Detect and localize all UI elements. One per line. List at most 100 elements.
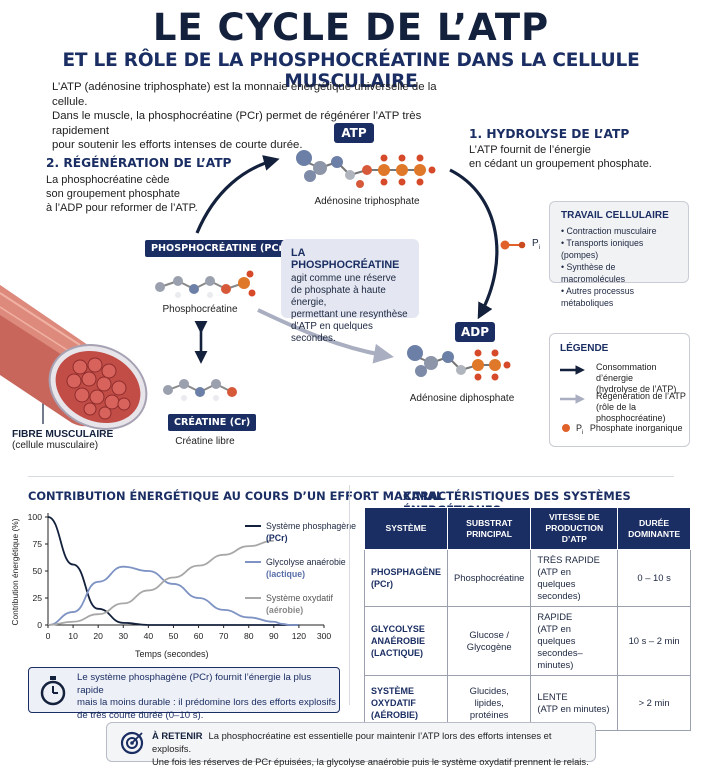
legend-line: Régénération de l’ATP	[596, 391, 686, 401]
intro-line: L’ATP (adénosine triphosphate) est la mo…	[52, 81, 437, 108]
cycle-arrows	[40, 155, 526, 424]
step2-line: à l’ADP pour reformer de l’ATP.	[46, 202, 198, 214]
speed-main: RAPIDE	[537, 611, 573, 622]
chart-legend-item-pcr: Système phosphagène (PCr)	[266, 520, 356, 544]
pcr-caption: Phosphocréatine	[162, 304, 238, 315]
table-cell-system: PHOSPHAGÈNE (PCr)	[363, 549, 449, 607]
intro-line: Dans le muscle, la phosphocréatine (PCr)…	[52, 110, 422, 137]
table-cell-substrate: Glucides, lipides, protéines	[447, 675, 532, 731]
chart-legend-item-glycolysis: Glycolyse anaérobie (lactique)	[266, 556, 346, 580]
regeneration-arrow	[195, 155, 280, 234]
creatine-caption: Créatine libre	[175, 436, 235, 447]
speed-sub: (ATP en minutes)	[537, 703, 610, 714]
intro-text: L’ATP (adénosine triphosphate) est la mo…	[52, 80, 472, 153]
atp-caption: Adénosine triphosphate	[314, 196, 420, 207]
table-header: SUBSTRAT PRINCIPAL	[447, 507, 532, 550]
chart-legend-line1: Système phosphagène	[266, 521, 356, 531]
system-line: (AÉROBIE)	[371, 710, 418, 720]
x-tick-label: 300	[317, 631, 332, 641]
y-tick-label: 50	[32, 566, 42, 576]
table-cell-substrate: Glucose / Glycogène	[447, 606, 532, 676]
series-line-1	[47, 565, 299, 626]
legend-line: (hydrolyse de l’ATP)	[596, 384, 677, 394]
pcr-label: PHOSPHOCRÉATINE (PCr)	[145, 240, 294, 257]
table-header: VITESSE DE PRODUCTION D’ATP	[530, 507, 619, 550]
x-tick-label: 90	[269, 631, 279, 641]
atp-label: ATP	[334, 123, 374, 143]
x-tick-label: 80	[244, 631, 254, 641]
legend-item-regeneration: Régénération de l’ATP (rôle de la phosph…	[596, 391, 689, 424]
legend-item-consumption: Consommation d’énergie (hydrolyse de l’A…	[596, 362, 689, 395]
chart-legend-line2: (PCr)	[266, 533, 288, 543]
y-tick-label: 75	[32, 539, 42, 549]
work-box: TRAVAIL CELLULAIRE • Contraction muscula…	[549, 201, 689, 308]
fiber-title: FIBRE MUSCULAIRE	[12, 429, 114, 440]
target-icon	[120, 731, 144, 755]
muscle-fiber-image	[0, 285, 148, 430]
chart-legend-line1: Système oxydatif	[266, 593, 333, 603]
work-list: • Contraction musculaire • Transports io…	[561, 225, 677, 309]
chart-legend-swatches	[245, 525, 261, 599]
table-cell-speed: LENTE (ATP en minutes)	[530, 675, 619, 731]
step2-text: La phosphocréatine cède son groupement p…	[46, 173, 246, 215]
pi-sub: i	[538, 245, 541, 251]
section-vdivider	[349, 485, 350, 705]
pcr-info-text: agit comme une réserve de phosphate à ha…	[291, 273, 409, 345]
substrate-line: Glucides, lipides,	[469, 685, 509, 708]
pcr-info-title: LA PHOSPHOCRÉATINE	[291, 247, 400, 271]
work-item: • Transports ioniques (pompes)	[561, 238, 644, 260]
legend-item-phosphate: Pi Phosphate inorganique	[576, 423, 682, 439]
substrate-line: Glucose /	[469, 629, 509, 640]
table-cell-duration: 0 – 10 s	[617, 549, 691, 607]
stopwatch-icon	[40, 676, 66, 706]
pi-phosphate-icon	[500, 240, 510, 250]
work-item: • Synthèse de macromolécules	[561, 262, 626, 284]
chart-legend-line1: Glycolyse anaérobie	[266, 557, 346, 567]
step1-text: L’ATP fournit de l’énergie en cédant un …	[469, 143, 669, 171]
y-tick-label: 25	[32, 593, 42, 603]
pcr-molecule-icon	[155, 270, 256, 298]
legend-title: LÉGENDE	[560, 343, 609, 354]
step2-block: 2. RÉGÉNÉRATION DE L’ATP La phosphocréat…	[46, 156, 246, 215]
pi-label: Pi	[532, 238, 540, 251]
legend-arrows	[560, 365, 585, 432]
y-tick-label: 100	[28, 512, 43, 522]
adp-label: ADP	[455, 322, 495, 342]
x-tick-label: 30	[118, 631, 128, 641]
creatine-molecule-icon	[163, 379, 237, 401]
table-cell-substrate: Phosphocréatine	[447, 549, 532, 607]
chart-legend-line2: (aérobie)	[266, 605, 304, 615]
work-item: • Contraction musculaire	[561, 226, 657, 236]
x-tick-label: 10	[68, 631, 78, 641]
table-cell-speed: RAPIDE (ATP en quelques secondes–minutes…	[530, 606, 619, 676]
x-tick-label: 50	[169, 631, 179, 641]
fiber-sub: (cellule musculaire)	[12, 440, 99, 451]
adp-molecule-icon	[407, 345, 511, 381]
legend-box: LÉGENDE Consommation d’énergie (hydrolys…	[549, 333, 690, 447]
system-line: OXYDATIF	[371, 698, 416, 708]
chart-legend-item-oxidative: Système oxydatif (aérobie)	[266, 592, 333, 616]
substrate-line: Glycogène	[466, 641, 512, 652]
chart-legend-line2: (lactique)	[266, 569, 306, 579]
chart-xlabel: Temps (secondes)	[135, 649, 209, 659]
table-row: GLYCOLYSE ANAÉROBIE (LACTIQUE) Glucose /…	[363, 606, 691, 676]
adp-caption: Adénosine diphosphate	[409, 393, 515, 404]
chart-note-line: mais la moins durable : il prédomine lor…	[77, 697, 336, 708]
legend-phosphate-label: Phosphate inorganique	[589, 423, 683, 433]
chart-note-line: Le système phosphagène (PCr) fournit l’é…	[77, 672, 312, 696]
series-line-2	[47, 539, 274, 626]
speed-main: LENTE	[537, 691, 568, 702]
legend-line: Consommation d’énergie	[596, 362, 657, 383]
step1-line: L’ATP fournit de l’énergie	[469, 144, 591, 156]
system-line: PHOSPHAGÈNE	[371, 567, 442, 577]
x-tick-label: 0	[46, 631, 51, 641]
pcr-info-line: d’ATP en quelques secondes.	[291, 321, 373, 344]
table-cell-system: GLYCOLYSE ANAÉROBIE (LACTIQUE)	[363, 606, 449, 676]
hydrolysis-arrow	[449, 168, 499, 320]
substrate-line: protéines	[469, 709, 509, 720]
step2-line: La phosphocréatine cède	[46, 174, 170, 186]
retain-line2: Une fois les réserves de PCr épuisées, l…	[152, 756, 589, 767]
table-cell-duration: > 2 min	[617, 675, 691, 731]
